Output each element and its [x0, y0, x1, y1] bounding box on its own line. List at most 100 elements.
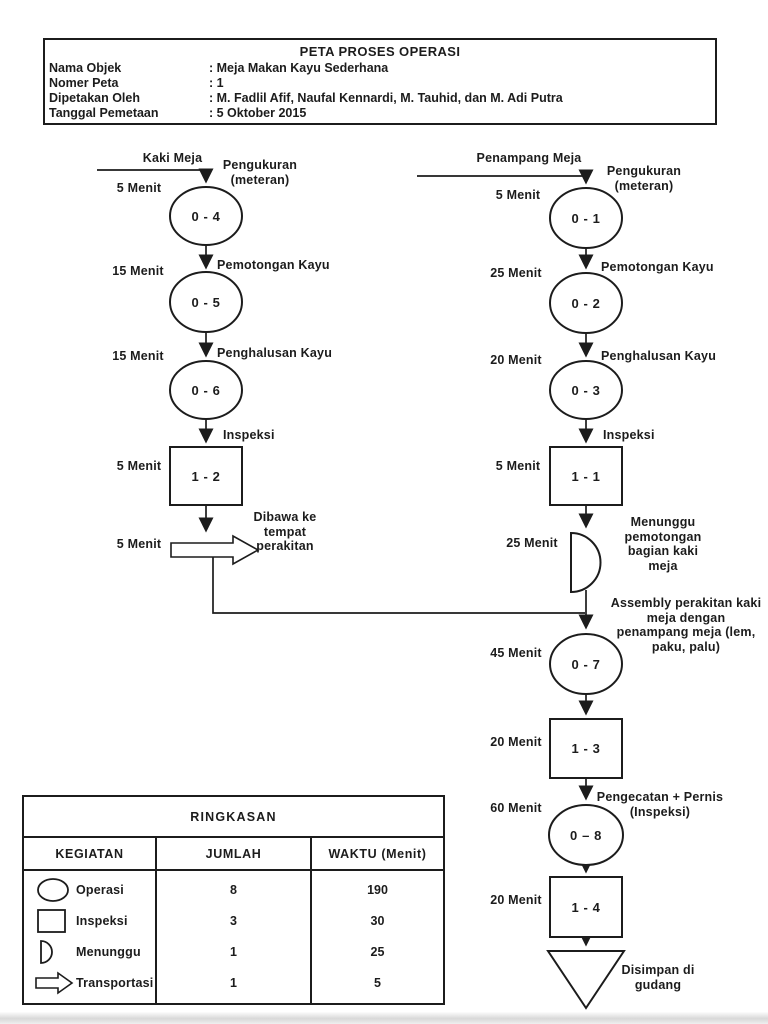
jumlah-column: 8 3 1 1 [157, 871, 312, 1003]
waktu-value: 30 [370, 913, 385, 928]
field-label: Tanggal Pemetaan [49, 106, 159, 120]
symbol-code: 0 - 1 [571, 211, 601, 226]
symbol-code: 1 - 2 [191, 469, 221, 484]
activity-label: Inspeksi [76, 913, 128, 928]
symbol-code: 0 - 5 [191, 295, 221, 310]
activity-column: Operasi Inspeksi Menunggu [24, 871, 157, 1003]
operation-symbol [169, 186, 243, 246]
column-header: WAKTU (Menit) [328, 846, 427, 861]
activity-label: Transportasi [76, 975, 154, 990]
header-field: Nomer Peta : 1 [49, 76, 711, 91]
inspection-symbol [549, 446, 623, 506]
operation-symbol [549, 360, 623, 420]
right-entry-line [417, 169, 594, 185]
delay-symbol [570, 531, 602, 594]
left-entry-line [97, 168, 214, 184]
waktu-value: 5 [374, 975, 381, 990]
field-label: Dipetakan Oleh [49, 91, 140, 105]
jumlah-value: 3 [230, 913, 237, 928]
step-time: 20 Menit [490, 735, 542, 749]
step-time: 60 Menit [490, 801, 542, 815]
step-label: Pemotongan Kayu [601, 260, 714, 274]
inspection-symbol [169, 446, 243, 506]
symbol-code: 0 - 6 [191, 383, 221, 398]
material-label: Kaki Meja [142, 151, 203, 165]
table-row: Inspeksi [24, 905, 155, 936]
summary-table: RINGKASAN KEGIATAN JUMLAH WAKTU (Menit) … [22, 795, 445, 1005]
transport-icon [34, 970, 76, 996]
operation-symbol [549, 633, 623, 695]
operation-symbol [548, 804, 624, 866]
operation-icon [34, 877, 76, 902]
step-label: Penghalusan Kayu [601, 349, 717, 363]
step-label: Inspeksi [603, 428, 655, 442]
symbol-code: 0 - 3 [571, 383, 601, 398]
field-value: : 5 Oktober 2015 [209, 106, 307, 120]
field-value: : 1 [209, 76, 224, 90]
material-label: Penampang Meja [476, 151, 582, 165]
step-label: Inspeksi [223, 428, 275, 442]
page-title: PETA PROSES OPERASI [299, 44, 461, 59]
symbol-code: 1 - 1 [571, 469, 601, 484]
step-time: 45 Menit [490, 646, 542, 660]
operation-symbol [549, 187, 623, 249]
header-field: Dipetakan Oleh : M. Fadlil Afif, Naufal … [49, 91, 711, 106]
step-time: 20 Menit [490, 353, 542, 367]
field-value: : Meja Makan Kayu Sederhana [209, 61, 389, 75]
header-field: Nama Objek : Meja Makan Kayu Sederhana [49, 61, 711, 76]
activity-label: Menunggu [76, 944, 141, 959]
step-time: 15 Menit [112, 349, 164, 363]
step-label: Dibawa ke tempat perakitan [253, 510, 317, 553]
table-row: Operasi [24, 874, 155, 905]
operation-symbol [169, 271, 243, 333]
inspection-icon [34, 908, 76, 933]
transport-symbol [170, 534, 260, 566]
jumlah-value: 8 [230, 882, 237, 897]
symbol-code: 0 - 4 [191, 209, 221, 224]
inspection-symbol [549, 876, 623, 938]
column-header: JUMLAH [157, 838, 312, 869]
delay-icon [34, 939, 76, 965]
step-time: 5 Menit [116, 181, 162, 195]
merge-line [212, 557, 585, 614]
activity-label: Operasi [76, 882, 124, 897]
symbol-code: 1 - 4 [571, 900, 601, 915]
step-label: Pengukuran (meteran) [222, 158, 298, 187]
waktu-value: 190 [367, 882, 388, 897]
operation-symbol [169, 360, 243, 420]
page-edge-shadow [0, 1012, 768, 1024]
inspection-symbol [549, 718, 623, 779]
step-time: 25 Menit [506, 536, 558, 550]
step-time: 5 Menit [116, 459, 162, 473]
field-value: : M. Fadlil Afif, Naufal Kennardi, M. Ta… [209, 91, 563, 105]
table-row: Transportasi [24, 967, 155, 998]
column-header: KEGIATAN [24, 838, 157, 869]
step-time: 5 Menit [495, 188, 541, 202]
symbol-code: 0 - 2 [571, 296, 601, 311]
table-row: Menunggu [24, 936, 155, 967]
summary-title: RINGKASAN [24, 797, 443, 838]
step-time: 20 Menit [490, 893, 542, 907]
operation-symbol [549, 272, 623, 334]
step-time: 5 Menit [495, 459, 541, 473]
jumlah-value: 1 [230, 944, 237, 959]
step-label: Pemotongan Kayu [217, 258, 330, 272]
symbol-code: 0 – 8 [570, 828, 602, 843]
summary-header-row: KEGIATAN JUMLAH WAKTU (Menit) [24, 838, 443, 871]
step-time: 25 Menit [490, 266, 542, 280]
chart-header-box: PETA PROSES OPERASI Nama Objek : Meja Ma… [43, 38, 717, 125]
field-label: Nomer Peta [49, 76, 119, 90]
step-label: Penghalusan Kayu [217, 346, 333, 360]
symbol-code: 0 - 7 [571, 657, 601, 672]
step-label: Pengecatan + Pernis (Inspeksi) [596, 790, 724, 819]
step-time: 15 Menit [112, 264, 164, 278]
step-label: Assembly perakitan kaki meja dengan pena… [610, 596, 762, 654]
step-label: Menunggu pemotongan bagian kaki meja [624, 515, 702, 573]
waktu-value: 25 [370, 944, 385, 959]
waktu-column: 190 30 25 5 [312, 871, 443, 1003]
step-label: Pengukuran (meteran) [606, 164, 682, 193]
jumlah-value: 1 [230, 975, 237, 990]
symbol-code: 1 - 3 [571, 741, 601, 756]
